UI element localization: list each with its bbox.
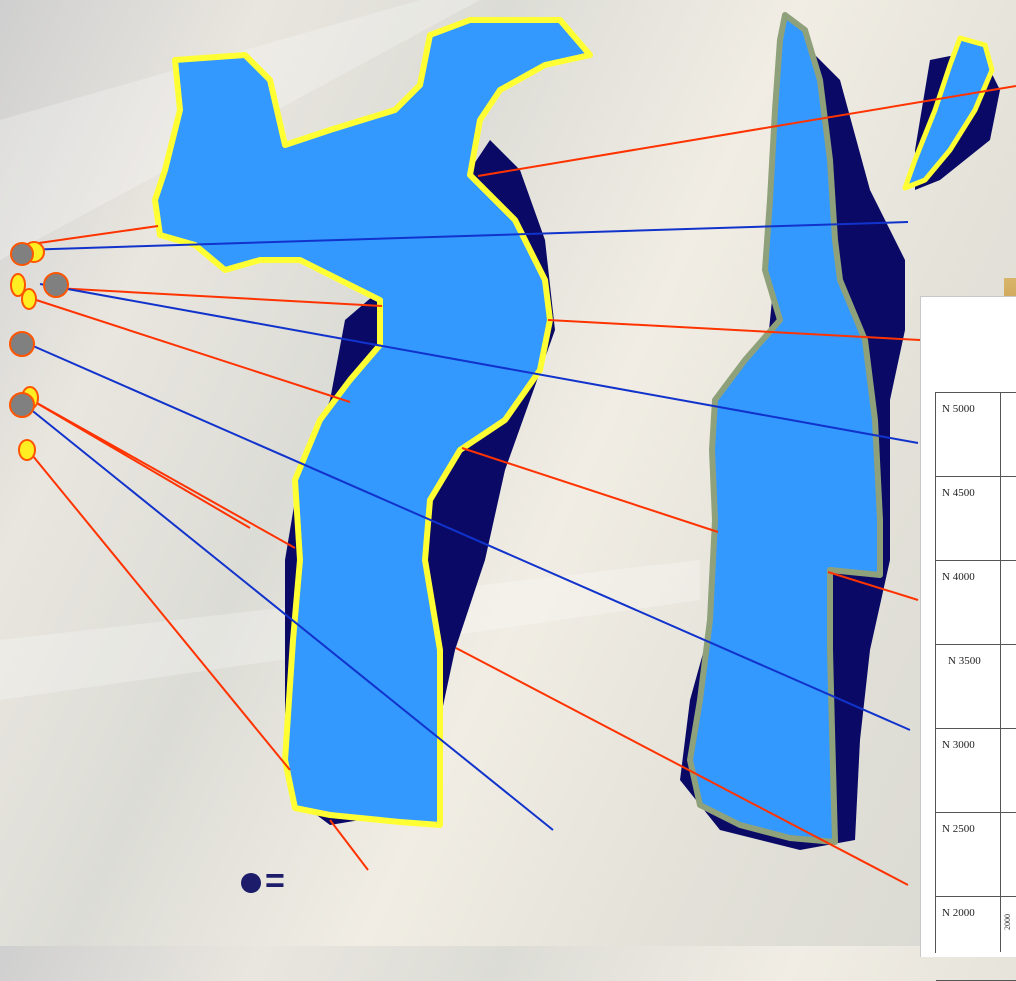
diagram-canvas bbox=[9, 12, 1016, 886]
row-label: N 2500 bbox=[942, 823, 975, 835]
marker-yellow bbox=[18, 439, 36, 461]
table-row: N 3500 bbox=[936, 645, 1016, 729]
marker-yellow bbox=[10, 273, 26, 297]
row-label: N 2000 bbox=[942, 907, 975, 919]
legend-dot-icon bbox=[241, 873, 261, 893]
table-row: N 5000 bbox=[936, 393, 1016, 477]
table-divider bbox=[1000, 392, 1001, 952]
right-shape bbox=[687, 12, 883, 845]
side-label: 2000 bbox=[1003, 914, 1012, 930]
left-shape bbox=[152, 17, 593, 828]
row-label: N 4000 bbox=[942, 571, 975, 583]
marker-yellow bbox=[21, 288, 37, 310]
blue-lines bbox=[21, 221, 919, 831]
northing-table: N 5000 N 4500 N 4000 N 3500 N 3000 N 250… bbox=[935, 392, 1016, 981]
table-row: N 2000 bbox=[936, 897, 1016, 981]
row-label: N 3000 bbox=[942, 739, 975, 751]
marker-gray bbox=[10, 242, 34, 266]
table-row: N 4000 bbox=[936, 561, 1016, 645]
red-lines bbox=[27, 85, 1016, 886]
row-label: N 3500 bbox=[948, 655, 981, 667]
right-small-shape bbox=[902, 35, 995, 191]
row-label: N 4500 bbox=[942, 487, 975, 499]
marker-gray bbox=[9, 392, 35, 418]
row-label: N 5000 bbox=[942, 403, 975, 415]
table-row: N 2500 bbox=[936, 813, 1016, 897]
table-row: N 3000 bbox=[936, 729, 1016, 813]
markers bbox=[9, 241, 69, 461]
marker-gray bbox=[9, 331, 35, 357]
table-row: N 4500 bbox=[936, 477, 1016, 561]
legend-symbol: = bbox=[265, 862, 285, 900]
marker-gray bbox=[43, 272, 69, 298]
